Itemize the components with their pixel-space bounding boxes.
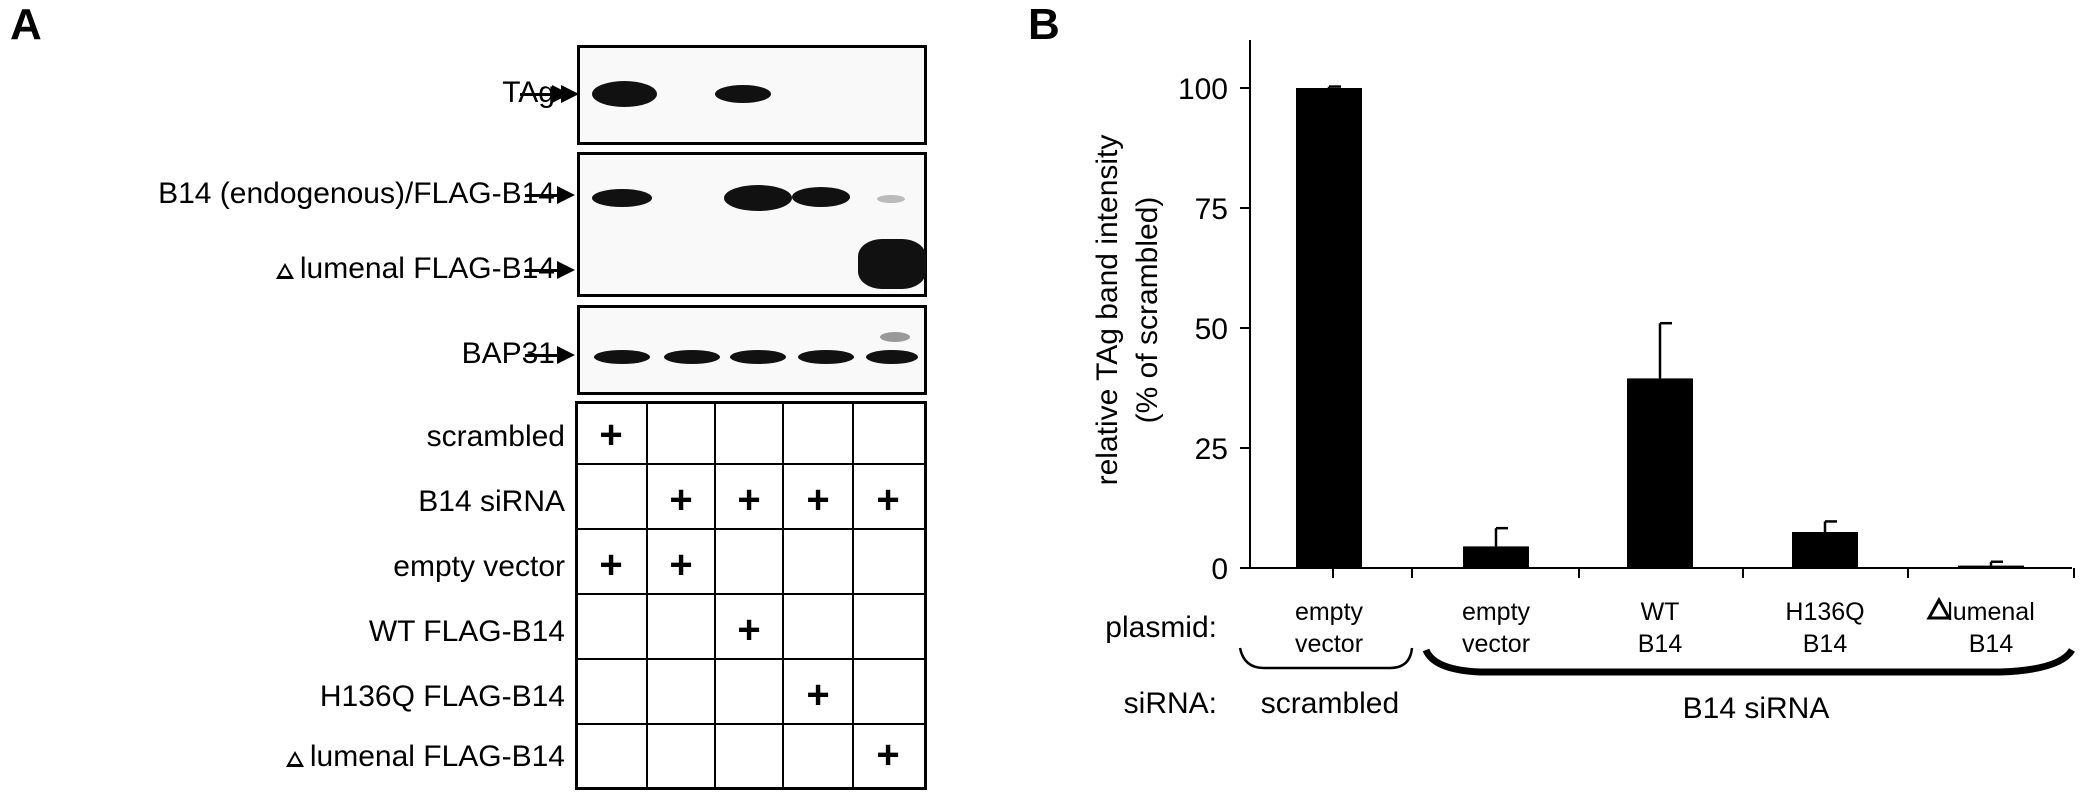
y-tick-label: 75 <box>1195 193 1228 226</box>
table-row-label: scrambled <box>426 420 565 453</box>
blot-band <box>880 332 910 342</box>
plus-mark: + <box>599 543 623 587</box>
y-axis-label: relative TAg band intensity <box>1091 135 1124 486</box>
bap31-blot <box>577 305 927 395</box>
bar <box>1463 546 1529 568</box>
blot-band <box>730 350 786 364</box>
plus-mark: + <box>669 543 693 587</box>
delta-icon <box>285 751 304 767</box>
scrambled-brace <box>1238 647 1414 670</box>
blot-label-b14: B14 (endogenous)/FLAG-B14 <box>158 177 555 210</box>
x-category-label: B14 <box>1638 630 1683 658</box>
blot-band <box>866 350 918 364</box>
blot-label-bap31: BAP31 <box>461 337 555 370</box>
x-category-label: empty <box>1295 598 1364 626</box>
b14-blot <box>577 152 927 297</box>
y-axis-label: (% of scrambled) <box>1131 197 1164 424</box>
blot-band <box>792 187 850 207</box>
sirna-label: siRNA: <box>1124 687 1217 720</box>
delta-icon <box>1926 596 1952 620</box>
x-category-label: B14 <box>1803 630 1848 658</box>
x-category-label: vector <box>1462 630 1530 658</box>
tag-blot <box>577 45 927 145</box>
arrow-bap31 <box>525 346 575 364</box>
blot-band <box>592 189 652 207</box>
blot-band <box>592 81 657 107</box>
y-tick-label: 50 <box>1195 313 1228 346</box>
bar <box>1627 378 1693 568</box>
plus-mark: + <box>669 478 693 522</box>
plus-mark: + <box>806 673 830 717</box>
table-row-label: B14 siRNA <box>418 485 565 518</box>
x-category-label: empty <box>1462 598 1531 626</box>
bar <box>1792 532 1858 568</box>
bar <box>1296 88 1362 568</box>
panel-a-letter: A <box>10 0 42 49</box>
sirna-group-label: scrambled <box>1261 687 1399 720</box>
y-tick-label: 100 <box>1178 73 1228 106</box>
blot-label-lumenal: lumenal FLAG-B14 <box>0 251 555 287</box>
table-row-label: WT FLAG-B14 <box>368 615 565 648</box>
x-category-label: lumenal <box>1947 598 2035 626</box>
plus-mark: + <box>737 608 761 652</box>
x-category-label: WT <box>1641 598 1680 626</box>
bar-chart: 0 25 50 75 100 relative TAg band intensity(% … <box>1091 40 2075 725</box>
table-grid <box>575 401 927 790</box>
x-category-label: H136Q <box>1785 598 1864 626</box>
x-category-label: vector <box>1295 630 1363 658</box>
y-tick-label: 25 <box>1195 433 1228 466</box>
blot-band <box>664 350 720 364</box>
plus-mark: + <box>599 413 623 457</box>
arrow-b14 <box>525 186 575 204</box>
blot-band <box>798 350 854 364</box>
panel-b-letter: B <box>1028 0 1060 49</box>
plus-mark: + <box>737 478 761 522</box>
x-category-label: B14 <box>1969 630 2014 658</box>
plasmid-label: plasmid: <box>1105 611 1217 644</box>
bar <box>1958 565 2024 568</box>
arrow-tag <box>520 85 570 103</box>
blot-band <box>877 195 905 203</box>
delta-icon <box>275 263 294 279</box>
table-row-label: lumenal FLAG-B14 <box>0 739 565 775</box>
table-row-label: empty vector <box>393 550 565 583</box>
blot-band <box>724 185 792 211</box>
plus-mark: + <box>876 478 900 522</box>
arrow-lumenal <box>525 261 575 279</box>
y-tick-label: 0 <box>1211 553 1228 586</box>
plus-mark: + <box>806 478 830 522</box>
sirna-group-label: B14 siRNA <box>1683 692 1830 725</box>
blot-label-tag: TAg <box>502 76 555 109</box>
plus-mark: + <box>876 733 900 777</box>
blot-band <box>594 350 650 364</box>
blot-band <box>715 85 771 103</box>
b14-brace <box>1422 647 2075 676</box>
blot-band <box>858 239 926 289</box>
table-row-label: H136Q FLAG-B14 <box>319 680 565 713</box>
